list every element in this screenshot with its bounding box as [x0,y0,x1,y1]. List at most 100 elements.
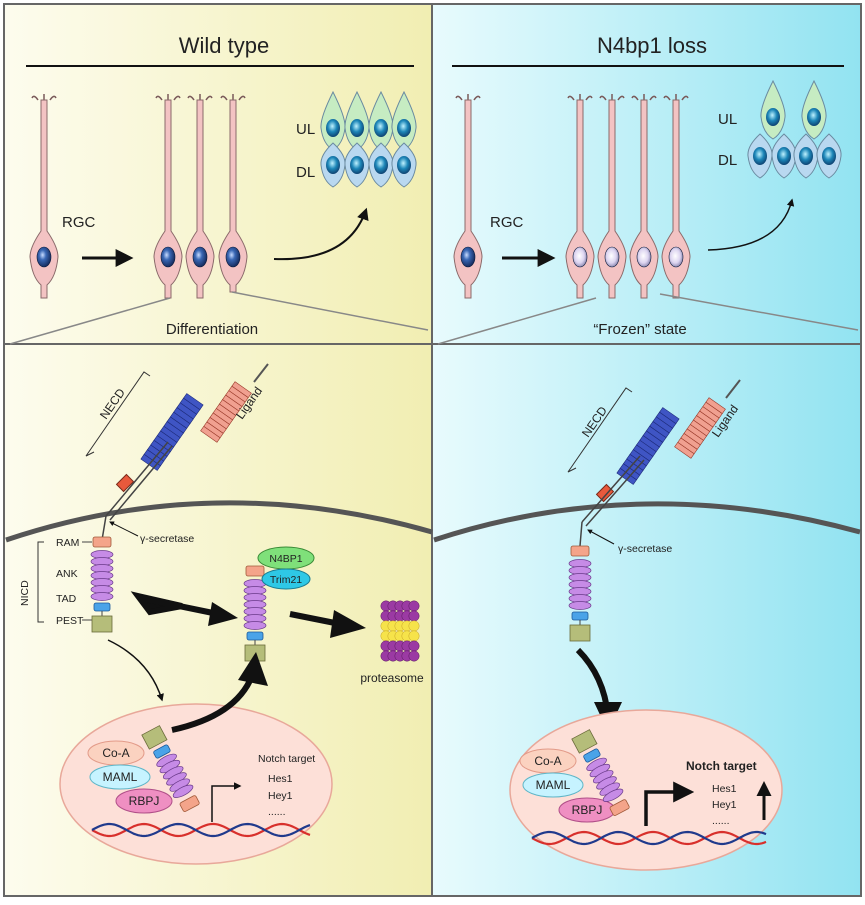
wt-n4bp1-badge: N4BP1 [257,546,315,570]
wt-coa: Co-A [87,740,145,766]
radial-glia-cell [153,94,183,299]
wt-target-hey1: Hey1 [268,790,293,802]
tad-domain [583,748,601,763]
neuron-nucleus [374,119,388,137]
svg-text:MAML: MAML [536,778,571,792]
tad-domain [93,602,111,612]
neuron-nucleus [350,156,364,174]
wt-receptor-stalk-lower [101,515,107,541]
svg-text:MAML: MAML [103,770,138,784]
radial-glia-cell [185,94,215,299]
repeat-block [200,381,252,443]
wt-target-hes1: Hes1 [268,773,293,785]
wt-ul-label: UL [296,121,315,138]
wt-nicd-bracket [37,541,44,623]
wt-nicd-nuclear [141,725,200,812]
neuron-nucleus [822,147,836,165]
radial-glia-cell [597,94,627,299]
svg-text:Trim21: Trim21 [270,574,302,586]
wt-differentiation-arrow [273,207,369,261]
neuron [391,90,417,151]
wt-nicd-tagged [243,565,267,662]
loss-ul-label: UL [718,111,737,128]
loss-target-hey1: Hey1 [712,799,737,811]
wt-rgc-label: RGC [62,214,96,231]
wt-plasma-membrane [5,500,433,543]
ank-repeat [90,592,114,601]
loss-ligand [674,397,726,459]
ram-domain [179,795,200,812]
neuron [801,79,827,140]
dna-strand [531,830,767,846]
wt-dna-helix [91,822,311,838]
wt-zoom-line-right [231,291,429,331]
neuron-nucleus [326,119,340,137]
loss-dl-label: DL [718,152,737,169]
wt-transcription-arrow [211,782,242,822]
wt-dl-label: DL [296,164,315,181]
ram-domain [245,565,265,577]
wt-secretase-label: γ-secretase [140,533,194,545]
neuron-nucleus [374,156,388,174]
wt-nrr-box [115,473,135,493]
wt-maml: MAML [89,764,151,790]
proteasome-icon [380,600,420,662]
wt-nicd-to-nucleus-arrow [107,639,164,702]
loss-secretase-label: γ-secretase [618,543,672,555]
wt-secretase-arrow [109,521,139,537]
radial-glia-cell [629,94,659,299]
loss-zoom-line-left [437,297,597,345]
loss-nicd-nuclear [571,729,630,816]
neuron-nucleus [397,156,411,174]
pest-domain [141,725,168,750]
wt-nicd-membrane [90,536,114,633]
radial-glia-cell [218,94,248,293]
pest-domain [571,729,598,754]
proteasome-subunit [408,610,420,622]
svg-text:RBPJ: RBPJ [572,803,603,817]
loss-dna-helix [531,830,767,846]
dna-strand [531,830,767,846]
ank-repeat [243,621,267,630]
tad-domain [246,631,264,641]
neuron-nucleus [326,156,340,174]
loss-rbpj: RBPJ [558,797,616,823]
loss-title: N4bp1 loss [597,33,707,58]
nicd-stack [243,565,267,662]
neuron-nucleus [397,119,411,137]
wt-title: Wild type [179,33,269,58]
ank-repeat [568,601,592,610]
ram-domain [92,536,112,548]
wt-necd-bracket [85,371,151,457]
loss-target-title: Notch target [686,759,757,773]
neuron-nucleus [350,119,364,137]
pest-domain [91,615,113,633]
loss-transmembrane-stalk [581,455,645,527]
neuron-nucleus [807,108,821,126]
wt-to-proteasome-arrow [289,611,341,627]
repeat-block [616,407,680,485]
wt-transmembrane-stalk [105,441,173,521]
neuron [760,79,786,140]
wt-zoom-line-left [9,297,171,345]
proteasome-subunit [408,650,420,662]
dna-strand [91,822,311,838]
ram-domain [570,545,590,557]
radial-glia-cell [565,94,595,299]
neuron [391,142,417,188]
loss-coa: Co-A [519,748,577,774]
neuron-nucleus [777,147,791,165]
loss-target-hes1: Hes1 [712,783,737,795]
cell-nucleus [668,246,684,268]
neuron [816,133,842,179]
cell-nucleus [192,246,208,268]
wt-nicd-label: NICD [19,580,31,606]
loss-ligand-stalk [725,379,741,399]
neuron-nucleus [766,108,780,126]
svg-text:RBPJ: RBPJ [129,794,160,808]
wt-neuron-layers [320,90,417,188]
ank-repeat [172,784,194,798]
radial-glia-cell [29,94,59,299]
wt-nuclear-export-arrow [171,674,255,733]
